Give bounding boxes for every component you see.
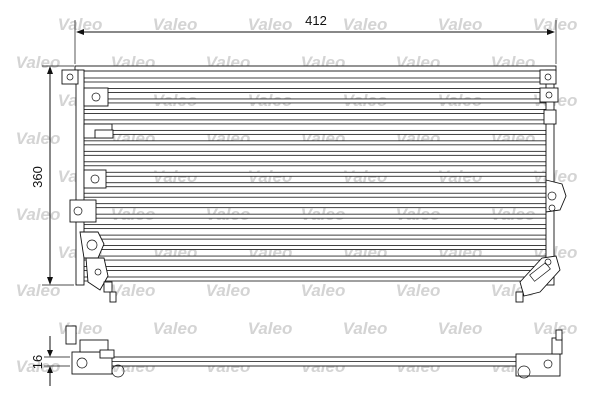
condenser-tube bbox=[83, 150, 547, 156]
watermark-text: Valeo bbox=[16, 281, 61, 300]
watermark-text: Valeo bbox=[58, 319, 103, 338]
condenser-tube bbox=[83, 224, 547, 230]
condenser-tube bbox=[83, 234, 547, 240]
watermark-text: Valeo bbox=[16, 129, 61, 148]
watermark-text: Valeo bbox=[301, 281, 346, 300]
condenser-tube bbox=[83, 140, 547, 146]
condenser-tube bbox=[83, 129, 547, 135]
condenser-tube bbox=[83, 109, 547, 114]
condenser-tube bbox=[83, 255, 547, 261]
height-dimension: 360 bbox=[30, 65, 74, 286]
left-fittings bbox=[61, 69, 117, 303]
condenser-tube bbox=[83, 192, 547, 198]
thickness-label: 16 bbox=[30, 355, 45, 369]
watermark-text: Valeo bbox=[153, 319, 198, 338]
condenser-tube bbox=[83, 213, 547, 219]
condenser-tube bbox=[83, 161, 547, 167]
condenser-tube bbox=[83, 245, 547, 250]
watermark-text: Valeo bbox=[58, 15, 103, 34]
right-fittings bbox=[515, 69, 567, 303]
watermark-text: Valeo bbox=[533, 15, 578, 34]
watermark-text: Valeo bbox=[438, 319, 483, 338]
watermark-text: Valeo bbox=[533, 319, 578, 338]
thickness-dimension: 16 bbox=[30, 336, 70, 386]
watermark-text: Valeo bbox=[153, 15, 198, 34]
watermark-text: Valeo bbox=[343, 15, 388, 34]
condenser-tube bbox=[83, 119, 547, 125]
watermark-text: Valeo bbox=[206, 281, 251, 300]
condenser-tube bbox=[83, 98, 547, 104]
condenser-front-view bbox=[61, 65, 567, 303]
width-label: 412 bbox=[305, 13, 327, 28]
condenser-tube bbox=[83, 171, 547, 177]
watermark-text: Valeo bbox=[343, 319, 388, 338]
condenser-tube bbox=[83, 77, 547, 83]
watermark-text: Valeo bbox=[16, 205, 61, 224]
watermark-text: Valeo bbox=[248, 15, 293, 34]
watermark-text: Valeo bbox=[248, 319, 293, 338]
top-plate bbox=[74, 65, 557, 72]
watermark-text: Valeo bbox=[533, 167, 578, 186]
height-label: 360 bbox=[30, 166, 45, 188]
condenser-top-view bbox=[65, 325, 563, 379]
condenser-tube bbox=[83, 276, 547, 282]
width-dimension: 412 bbox=[74, 13, 557, 64]
watermark-text: Valeo bbox=[16, 53, 61, 72]
condenser-tube bbox=[83, 182, 547, 188]
condenser-tube bbox=[83, 203, 547, 209]
watermark-text: Valeo bbox=[396, 281, 441, 300]
watermark-text: Valeo bbox=[438, 15, 483, 34]
condenser-tube bbox=[83, 88, 547, 93]
watermark-text: Valeo bbox=[111, 281, 156, 300]
condenser-tube bbox=[83, 266, 547, 271]
